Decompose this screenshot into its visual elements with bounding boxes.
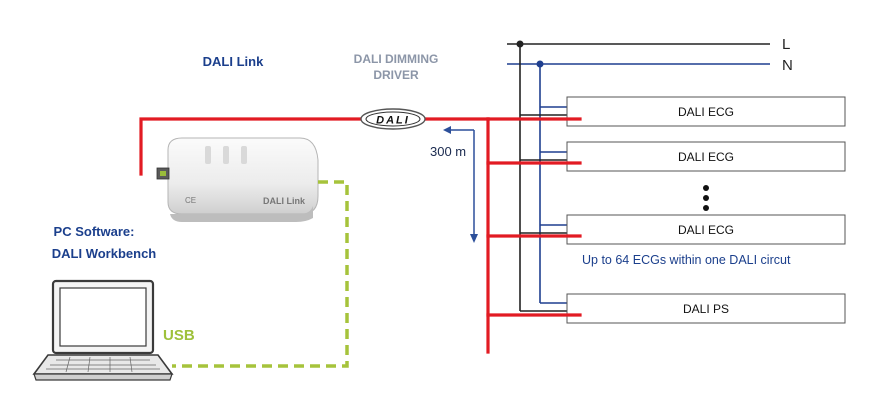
distance-arrow xyxy=(443,126,478,243)
pc-software-title-2: DALI Workbench xyxy=(52,246,157,261)
usb-cable xyxy=(172,180,349,368)
ecg-box-1: DALI ECG xyxy=(566,96,846,127)
ecg-box-2: DALI ECG xyxy=(566,141,846,172)
ecg-box-3: DALI ECG xyxy=(566,214,846,245)
dali-link-title: DALI Link xyxy=(203,54,264,69)
distance-label: 300 m xyxy=(430,144,466,159)
dali-link-device: CE DALI Link xyxy=(156,137,319,222)
device-ce-mark: CE xyxy=(185,196,196,205)
capacity-note: Up to 64 ECGs within one DALI circut xyxy=(582,253,791,267)
ecg-box-2-label: DALI ECG xyxy=(678,150,734,164)
dimming-driver-title-2: DRIVER xyxy=(373,68,419,82)
line-n-label: N xyxy=(782,57,793,74)
dali-bus xyxy=(139,117,582,354)
ps-box: DALI PS xyxy=(566,293,846,324)
device-brand-text: DALI Link xyxy=(263,196,306,206)
ellipsis-dot xyxy=(703,185,709,191)
ellipsis-dot xyxy=(703,195,709,201)
ps-box-label: DALI PS xyxy=(683,302,729,316)
pc-software-title-1: PC Software: xyxy=(54,224,135,239)
dali-driver-badge: DALI xyxy=(360,108,426,130)
line-l-label: L xyxy=(782,36,790,53)
dimming-driver-title-1: DALI DIMMING xyxy=(354,52,439,66)
ecg-box-1-label: DALI ECG xyxy=(678,105,734,119)
laptop-icon xyxy=(32,279,174,381)
ecg-box-3-label: DALI ECG xyxy=(678,223,734,237)
dali-badge-text: DALI xyxy=(376,115,410,127)
mains-branches xyxy=(520,106,580,312)
ellipsis-dot xyxy=(703,205,709,211)
usb-label: USB xyxy=(163,327,195,344)
